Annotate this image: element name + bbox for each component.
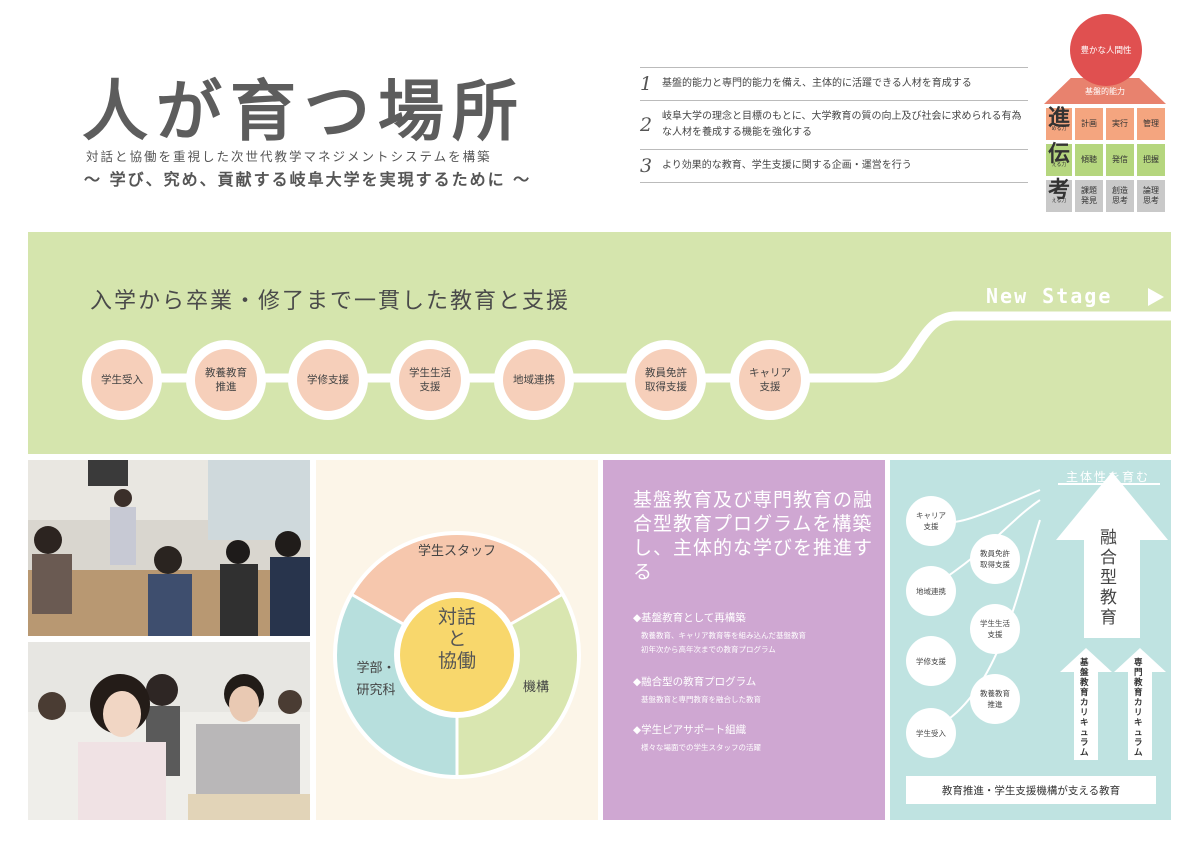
program-item: ◆融合型の教育プログラム 基盤教育と専門教育を融合した教育 <box>633 674 873 707</box>
pyramid-row-label: 進 <box>1047 106 1070 131</box>
pyramid-cell: 課題 発見 <box>1075 180 1103 212</box>
goal-number: 2 <box>640 114 653 136</box>
pyramid-cell: 発信 <box>1106 144 1134 176</box>
band-title: 入学から卒業・修了まで一貫した教育と支援 <box>90 289 571 314</box>
pyramid-row-sub: める力 <box>1051 126 1067 132</box>
subtitle: 対話と協働を重視した次世代教学マネジメントシステムを構築 <box>86 149 492 164</box>
pyramid-row-head: 進める力 <box>1046 108 1072 140</box>
dialogue-cycle-diagram <box>333 531 581 779</box>
pyramid-row-label: 考 <box>1047 178 1070 203</box>
support-circle: 学生受入 <box>906 708 956 758</box>
curriculum-panel: 主体性を育む 融合型教育 基盤教育カリキュラム 専門教育カリキュラム キャリア … <box>890 460 1171 820</box>
goal-text: 基盤的能力と専門的能力を備え、主体的に活躍できる人材を育成する <box>662 78 972 89</box>
goal-item: 3 より効果的な教育、学生支援に関する企画・運営を行う <box>640 149 1028 183</box>
program-item-title: ◆融合型の教育プログラム <box>633 676 757 688</box>
pyramid-row-label: 伝 <box>1047 142 1070 167</box>
pyramid-row: 進める力計画実行管理 <box>1046 108 1165 140</box>
teal-top-label: 主体性を育む <box>1066 470 1151 484</box>
goal-text: より効果的な教育、学生支援に関する企画・運営を行う <box>662 160 912 171</box>
support-circle: 教員免許 取得支援 <box>970 534 1020 584</box>
stage-circle: 地域連携 <box>494 340 574 420</box>
classroom-photo <box>28 460 310 636</box>
pyramid-row-head: 考える力 <box>1046 180 1072 212</box>
program-item-desc: 基盤教育と専門教育を融合した教育 <box>641 695 761 704</box>
pyramid-cell: 傾聴 <box>1075 144 1103 176</box>
stage-label: 学生受入 <box>91 349 153 411</box>
support-circle: 学修支援 <box>906 636 956 686</box>
goal-number: 1 <box>640 73 653 95</box>
pyramid-top-circle: 豊かな人間性 <box>1070 14 1142 86</box>
stage-label: キャリア 支援 <box>739 349 801 411</box>
goal-number: 3 <box>640 155 653 177</box>
support-circle: 地域連携 <box>906 566 956 616</box>
pyramid-row: 伝える力傾聴発信把握 <box>1046 144 1165 176</box>
program-item-desc: 教養教育、キャリア教育等を組み込んだ基盤教育 初年次から高年次までの教育プログラ… <box>641 631 806 654</box>
program-item-title: ◆学生ピアサポート組織 <box>633 724 747 736</box>
stage-label: 教員免許 取得支援 <box>635 349 697 411</box>
pyramid-cell: 論理 思考 <box>1137 180 1165 212</box>
cycle-top-label: 学生スタッフ <box>417 544 496 559</box>
cycle-center-line3: 協働 <box>437 650 476 672</box>
program-panel: 基盤教育及び専門教育の融合型教育プログラムを構築し、主体的な学びを推進する ◆基… <box>603 460 885 820</box>
program-item: ◆基盤教育として再構築 教養教育、キャリア教育等を組み込んだ基盤教育 初年次から… <box>633 610 873 657</box>
fusion-arrow-icon <box>1056 472 1168 638</box>
stage-path <box>86 311 1171 383</box>
stage-circle: キャリア 支援 <box>730 340 810 420</box>
arrow-right-icon <box>1148 288 1164 306</box>
cycle-right-label: 機構 <box>522 680 549 695</box>
foundation-curriculum-label: 基盤教育カリキュラム <box>1080 658 1089 758</box>
support-circle: 学生生活 支援 <box>970 604 1020 654</box>
stage-label: 教養教育 推進 <box>195 349 257 411</box>
pyramid-row-sub: える力 <box>1051 162 1067 168</box>
new-stage-label: New Stage <box>986 284 1113 308</box>
goal-item: 2 岐阜大学の理念と目標のもとに、大学教育の質の向上及び社会に求められる有為な人… <box>640 100 1028 149</box>
stage-label: 学修支援 <box>297 349 359 411</box>
cycle-center: 対話 と 協働 <box>417 606 497 672</box>
stage-circle: 教員免許 取得支援 <box>626 340 706 420</box>
cycle-left-label: 学部・ 研究科 <box>356 661 396 698</box>
stage-label: 地域連携 <box>503 349 565 411</box>
pyramid-row-head: 伝える力 <box>1046 144 1072 176</box>
page-title: 人が育つ場所 <box>82 73 526 150</box>
pyramid-cell: 実行 <box>1106 108 1134 140</box>
specialized-curriculum-label: 専門教育カリキュラム <box>1134 658 1143 758</box>
pyramid-cell: 計画 <box>1075 108 1103 140</box>
fusion-education-label: 融合型教育 <box>1100 528 1117 628</box>
dialogue-panel: 学生スタッフ 機構 学部・ 研究科 対話 と 協働 <box>316 460 598 820</box>
goal-item: 1 基盤的能力と専門的能力を備え、主体的に活躍できる人材を育成する <box>640 67 1028 100</box>
program-item-desc: 様々な場面での学生スタッフの活躍 <box>641 743 761 752</box>
arrow-up-icon <box>1114 648 1166 760</box>
stage-label: 学生生活 支援 <box>399 349 461 411</box>
arrow-up-icon <box>1060 648 1112 760</box>
stage-circle: 学修支援 <box>288 340 368 420</box>
stage-circle: 学生生活 支援 <box>390 340 470 420</box>
goal-text: 岐阜大学の理念と目標のもとに、大学教育の質の向上及び社会に求められる有為な人材を… <box>662 111 1022 138</box>
program-heading: 基盤教育及び専門教育の融合型教育プログラムを構築し、主体的な学びを推進する <box>633 489 874 583</box>
support-circle: キャリア 支援 <box>906 496 956 546</box>
pyramid-row-sub: える力 <box>1051 198 1067 204</box>
teal-footer: 教育推進・学生支援機構が支える教育 <box>906 776 1156 804</box>
pyramid-row: 考える力課題 発見創造 思考論理 思考 <box>1046 180 1165 212</box>
pyramid-cell: 把握 <box>1137 144 1165 176</box>
program-item-title: ◆基盤教育として再構築 <box>633 612 746 624</box>
stage-circle: 教養教育 推進 <box>186 340 266 420</box>
program-item: ◆学生ピアサポート組織 様々な場面での学生スタッフの活躍 <box>633 722 873 755</box>
stage-circle: 学生受入 <box>82 340 162 420</box>
student-photo <box>28 642 310 820</box>
cycle-center-line1: 対話 <box>437 606 476 628</box>
support-circle: 教養教育 推進 <box>970 674 1020 724</box>
pyramid-cell: 管理 <box>1137 108 1165 140</box>
pyramid-cell: 創造 思考 <box>1106 180 1134 212</box>
tagline: 〜 学び、究め、貢献する岐阜大学を実現するために 〜 <box>84 170 532 189</box>
cycle-center-line2: と <box>447 628 467 650</box>
